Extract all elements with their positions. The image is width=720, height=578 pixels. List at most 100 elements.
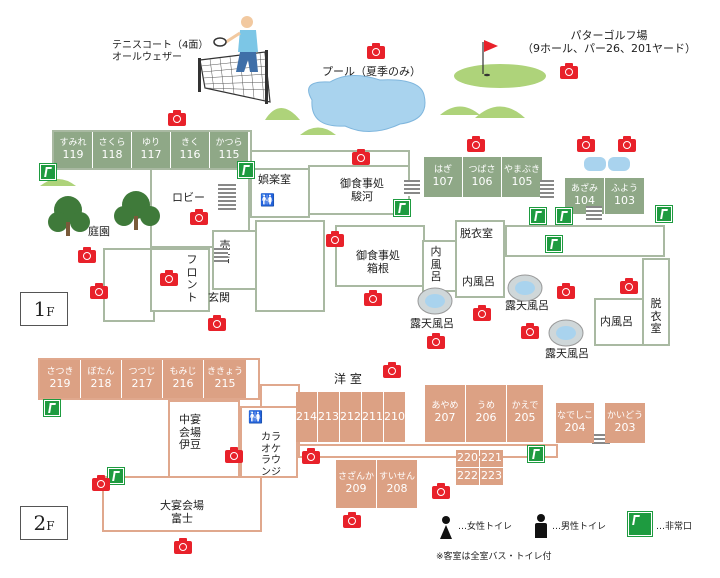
hill-icon [40, 179, 76, 186]
inner-bath-right-label: 内風呂 [600, 315, 633, 328]
room-220[interactable]: 220 [456, 450, 479, 467]
camera-icon[interactable] [343, 512, 361, 528]
rock-bath-icon [548, 319, 584, 347]
exit-icon [628, 512, 652, 536]
camera-icon[interactable] [467, 136, 485, 152]
legend-exit-label: …非常口 [656, 522, 693, 532]
room-223[interactable]: 223 [480, 468, 503, 485]
legend-note: ※客室は全室バス・トイレ付 [436, 552, 552, 562]
camera-icon[interactable] [302, 448, 320, 464]
camera-icon[interactable] [473, 305, 491, 321]
female-toilet-icon [440, 516, 452, 539]
room-213[interactable]: 213 [318, 392, 339, 442]
camera-icon[interactable] [364, 290, 382, 306]
golf-green-icon [454, 64, 546, 88]
camera-icon[interactable] [383, 362, 401, 378]
big-hall-label: 大宴会場 富士 [160, 499, 204, 525]
camera-icon[interactable] [557, 283, 575, 299]
dining-hakone-label: 御食事処 箱根 [356, 249, 400, 275]
room-214[interactable]: 214 [296, 392, 317, 442]
exit-icon [528, 446, 544, 462]
rock-bath-icon [507, 274, 543, 302]
camera-icon[interactable] [620, 278, 638, 294]
camera-icon[interactable] [90, 283, 108, 299]
dining-suruga-label: 御食事処 駿河 [340, 177, 384, 203]
inner-bath-label: 内風呂 [462, 275, 495, 288]
stairs-icon [404, 180, 420, 196]
hill-icon [265, 108, 300, 120]
camera-icon[interactable] [174, 538, 192, 554]
camera-icon[interactable] [560, 63, 578, 79]
room-222[interactable]: 222 [456, 468, 479, 485]
tennis-player-icon [213, 16, 258, 72]
camera-icon[interactable] [190, 209, 208, 225]
exit-icon [546, 236, 562, 252]
male-toilet-icon [534, 514, 548, 538]
room-211[interactable]: 211 [362, 392, 383, 442]
toilet-pair-icon: 🚻 [260, 193, 275, 207]
exit-icon [656, 206, 672, 222]
floor1-changing [455, 220, 505, 298]
camera-icon[interactable] [618, 136, 636, 152]
exit-icon [238, 162, 254, 178]
hill-icon [300, 127, 336, 135]
entrance-label: 玄関 [208, 291, 230, 304]
changing-room-right-label: 脱衣室 [650, 297, 662, 336]
golf-flag-icon [484, 40, 498, 52]
outdoor-illustration [198, 16, 546, 135]
western-room-label: 洋 室 [334, 372, 362, 386]
camera-icon[interactable] [326, 231, 344, 247]
floor1-east-bath [594, 298, 644, 346]
camera-icon[interactable] [160, 270, 178, 286]
tennis-net-icon [198, 50, 271, 104]
changing-room-label: 脱衣室 [460, 227, 493, 240]
camera-icon[interactable] [577, 136, 595, 152]
hill-icon [475, 106, 525, 118]
camera-icon[interactable] [352, 149, 370, 165]
camera-icon[interactable] [432, 483, 450, 499]
inner-bath-v-label: 内風呂 [430, 245, 442, 284]
camera-icon[interactable] [168, 110, 186, 126]
room-221[interactable]: 221 [480, 450, 503, 467]
camera-icon[interactable] [78, 247, 96, 263]
room-210[interactable]: 210 [384, 392, 405, 442]
bath-tub-icon [608, 157, 630, 171]
exit-icon [44, 400, 60, 416]
toilet-pair-icon: 🚻 [248, 410, 263, 424]
camera-icon[interactable] [225, 447, 243, 463]
camera-icon[interactable] [208, 315, 226, 331]
exit-icon [556, 208, 572, 224]
camera-icon[interactable] [92, 475, 110, 491]
room-212[interactable]: 212 [340, 392, 361, 442]
camera-icon[interactable] [367, 43, 385, 59]
exit-icon [530, 208, 546, 224]
pool-icon [308, 75, 426, 132]
tennis-label: テニスコート（4面） オールウェザー [112, 40, 209, 63]
camera-icon[interactable] [521, 323, 539, 339]
hill-icon [440, 106, 480, 115]
camera-icon[interactable] [427, 333, 445, 349]
floor1-east-change [642, 258, 670, 346]
